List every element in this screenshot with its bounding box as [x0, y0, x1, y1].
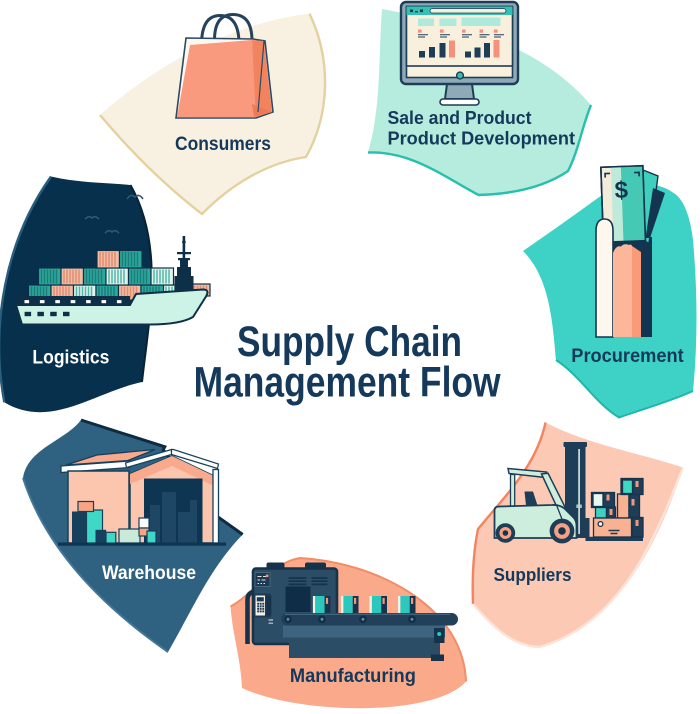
svg-text:Consumers: Consumers: [175, 134, 271, 155]
svg-text:Logistics: Logistics: [32, 347, 109, 369]
svg-text:Supply Chain: Supply Chain: [237, 318, 462, 366]
svg-text:Suppliers: Suppliers: [494, 564, 572, 585]
svg-text:Management Flow: Management Flow: [194, 358, 501, 406]
svg-text:Manufacturing: Manufacturing: [290, 665, 416, 687]
svg-text:$: $: [614, 177, 629, 204]
svg-text:Product Development: Product Development: [388, 128, 576, 148]
svg-text:Procurement: Procurement: [571, 346, 684, 367]
svg-text:Sale and Product: Sale and Product: [388, 108, 532, 128]
svg-text:Warehouse: Warehouse: [102, 562, 196, 584]
